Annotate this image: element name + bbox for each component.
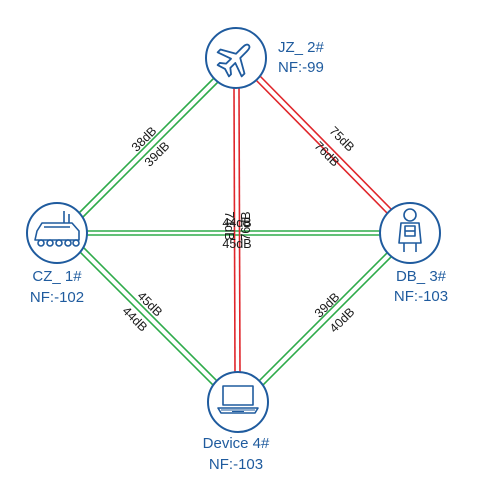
node-jz-nf: NF:-99 (278, 59, 324, 76)
node-cz: CZ_ 1# NF:-102 (26, 202, 88, 306)
link-line-a (75, 72, 220, 217)
node-db: DB_ 3# NF:-103 (379, 202, 448, 305)
link-label-jz-dev-2: 76dB (239, 211, 253, 240)
node-jz: JZ_ 2# NF:-99 (205, 27, 325, 89)
node-dev: Device 4# NF:-103 (203, 371, 270, 473)
link-line-b (253, 77, 389, 215)
node-db-circle (379, 202, 441, 264)
link-line-b (79, 76, 224, 221)
soldier-icon (398, 208, 422, 252)
link-jz-db (253, 73, 393, 215)
links-layer (75, 72, 394, 389)
link-line-b (259, 254, 394, 389)
link-line-a (233, 87, 236, 374)
link-cz-dev (77, 245, 219, 387)
node-cz-circle (26, 202, 88, 264)
link-line-a (77, 249, 215, 387)
node-db-nf: NF:-103 (394, 288, 448, 305)
link-jz-cz (75, 72, 224, 221)
link-line-b (238, 87, 241, 374)
node-db-name: DB_ 3# (396, 268, 447, 285)
node-dev-name: Device 4# (203, 435, 270, 452)
link-label-jz-dev-1: 74dB (222, 211, 236, 240)
link-db-dev (255, 250, 394, 389)
node-cz-name: CZ_ 1# (32, 268, 82, 285)
node-jz-circle (205, 27, 267, 89)
node-dev-circle (207, 371, 269, 433)
airplane-icon (216, 43, 251, 78)
link-line-b (81, 245, 219, 383)
armored-vehicle-icon (34, 211, 80, 247)
link-label-cz-db-2: 45dB (222, 237, 251, 251)
node-dev-nf: NF:-103 (209, 456, 263, 473)
node-jz-name: JZ_ 2# (278, 39, 325, 56)
link-line-a (255, 250, 390, 385)
node-cz-nf: NF:-102 (30, 289, 84, 306)
laptop-icon (217, 385, 259, 414)
link-label-cz-db-1: 44dB (222, 216, 251, 230)
link-line-a (257, 73, 393, 211)
link-jz-dev (233, 87, 241, 374)
